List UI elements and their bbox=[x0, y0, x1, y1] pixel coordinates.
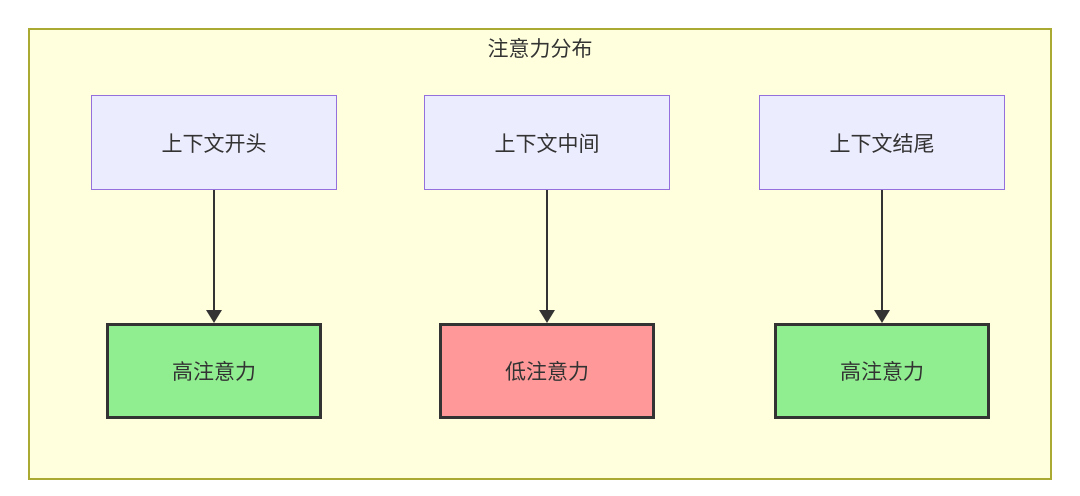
arrow-end-to-high bbox=[874, 190, 890, 323]
node-context-end: 上下文结尾 bbox=[759, 95, 1005, 190]
attention-distribution-group: 注意力分布 上下文开头 高注意力 上下文中间 低注意力 bbox=[28, 28, 1052, 480]
arrow-line bbox=[213, 190, 215, 310]
node-high-attention-left: 高注意力 bbox=[106, 323, 322, 419]
node-high-attention-right: 高注意力 bbox=[774, 323, 990, 419]
arrow-line bbox=[881, 190, 883, 310]
arrow-middle-to-low bbox=[539, 190, 555, 323]
node-label: 上下文中间 bbox=[494, 132, 600, 156]
flow-column-end: 上下文结尾 高注意力 bbox=[759, 95, 1005, 419]
arrow-head-icon bbox=[206, 310, 222, 323]
node-label: 高注意力 bbox=[172, 361, 256, 384]
flow-column-begin: 上下文开头 高注意力 bbox=[91, 95, 337, 419]
node-label: 上下文开头 bbox=[161, 132, 267, 156]
node-context-middle: 上下文中间 bbox=[424, 95, 670, 190]
node-low-attention: 低注意力 bbox=[439, 323, 655, 419]
node-label: 高注意力 bbox=[840, 361, 924, 384]
diagram-title: 注意力分布 bbox=[487, 38, 593, 61]
node-label: 上下文结尾 bbox=[829, 132, 935, 156]
arrow-head-icon bbox=[874, 310, 890, 323]
arrow-head-icon bbox=[539, 310, 555, 323]
flow-column-middle: 上下文中间 低注意力 bbox=[424, 95, 670, 419]
node-label: 低注意力 bbox=[505, 361, 589, 384]
arrow-begin-to-high bbox=[206, 190, 222, 323]
node-context-begin: 上下文开头 bbox=[91, 95, 337, 190]
arrow-line bbox=[546, 190, 548, 310]
